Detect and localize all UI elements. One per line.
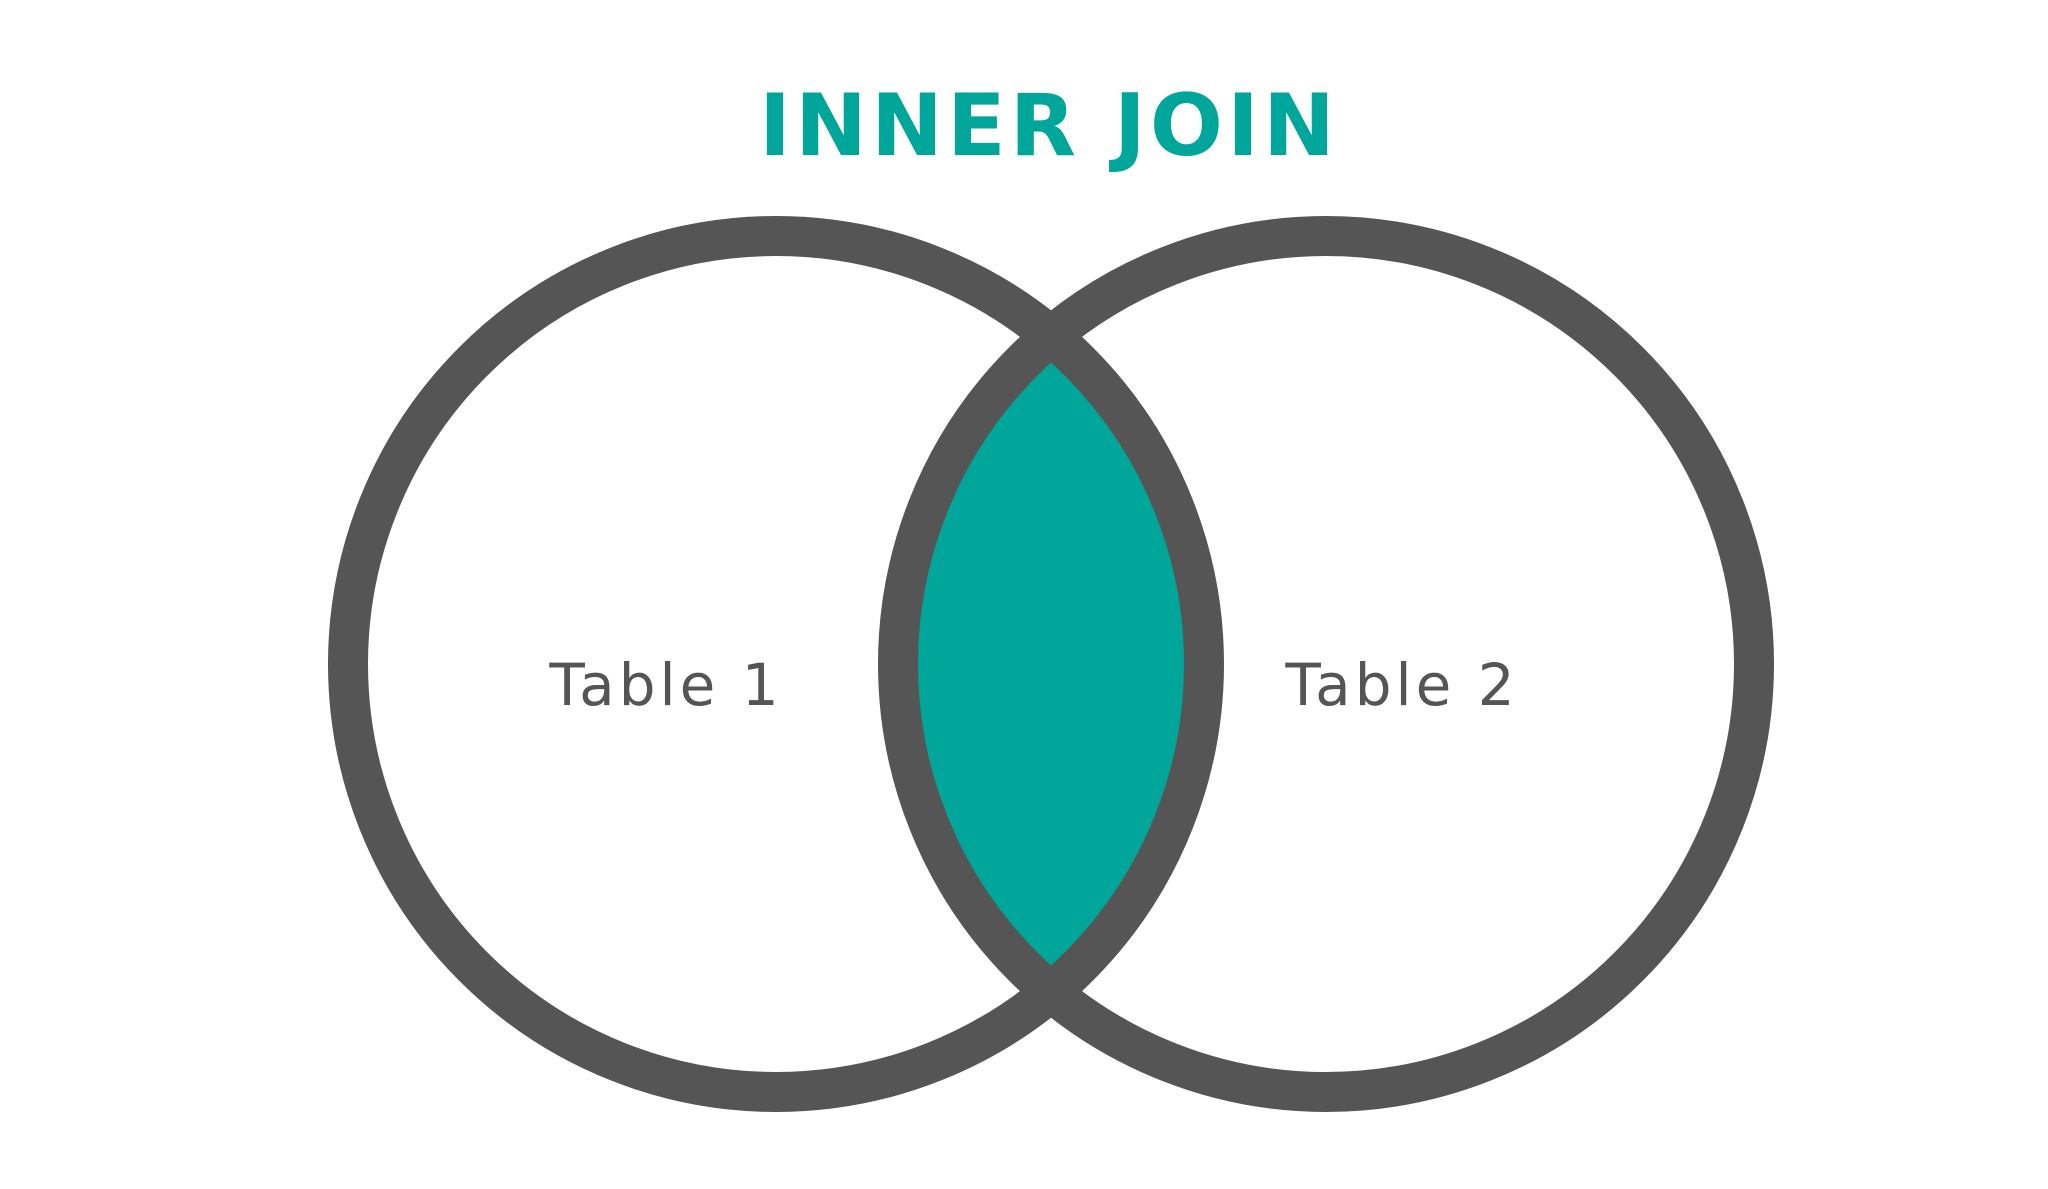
table-1-label: Table 1	[548, 651, 782, 719]
table-2-label: Table 2	[1284, 651, 1518, 719]
intersection-region	[898, 236, 1204, 1092]
diagram-title: INNER JOIN	[759, 76, 1339, 176]
table-1-circle	[328, 216, 1224, 1112]
table-2-circle	[878, 216, 1774, 1112]
